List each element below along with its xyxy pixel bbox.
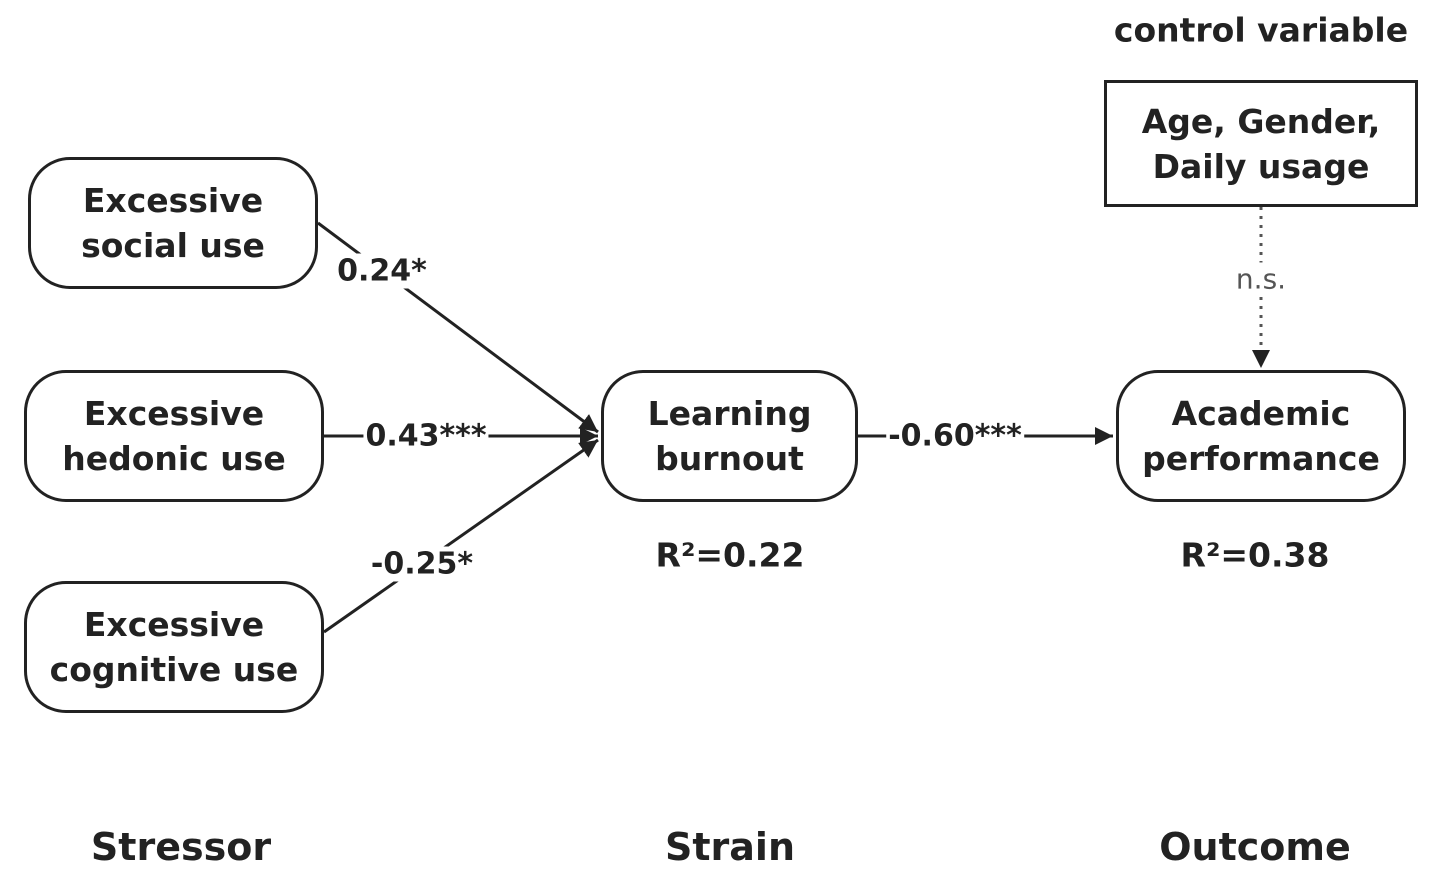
coef-cognitive: -0.25* [368, 546, 476, 582]
r2-learning-burnout: R²=0.22 [653, 535, 807, 575]
cognitive-line-2: cognitive use [49, 650, 299, 689]
coef-social: 0.24* [335, 253, 429, 289]
coef-burnout-to-performance: -0.60*** [886, 418, 1024, 454]
stage-stressor: Stressor [88, 825, 274, 869]
coef-hedonic: 0.43*** [363, 418, 489, 454]
node-academic-performance: Academic performance [1116, 370, 1406, 502]
node-excessive-hedonic-use: Excessive hedonic use [24, 370, 324, 502]
node-excessive-social-use: Excessive social use [28, 157, 318, 289]
burnout-line-1: Learning [647, 394, 812, 433]
social-line-2: social use [81, 226, 265, 265]
control-line-2: Daily usage [1152, 146, 1370, 186]
hedonic-line-1: Excessive [83, 394, 265, 433]
control-path-label: n.s. [1233, 262, 1289, 296]
r2-academic-performance: R²=0.38 [1178, 535, 1332, 575]
node-learning-burnout: Learning burnout [601, 370, 858, 502]
burnout-line-2: burnout [655, 439, 804, 478]
cognitive-line-1: Excessive [83, 605, 265, 644]
performance-line-2: performance [1142, 439, 1380, 478]
arrow-cognitive-to-burnout [323, 438, 599, 634]
social-line-1: Excessive [82, 181, 264, 220]
control-variable-box: Age, Gender, Daily usage [1104, 80, 1418, 207]
control-variable-heading: control variable [1111, 10, 1411, 50]
performance-line-1: Academic [1171, 394, 1351, 433]
node-excessive-cognitive-use: Excessive cognitive use [24, 581, 324, 713]
hedonic-line-2: hedonic use [62, 439, 286, 478]
stage-outcome: Outcome [1157, 825, 1353, 869]
stage-strain: Strain [663, 825, 797, 869]
control-line-1: Age, Gender, [1141, 101, 1381, 141]
